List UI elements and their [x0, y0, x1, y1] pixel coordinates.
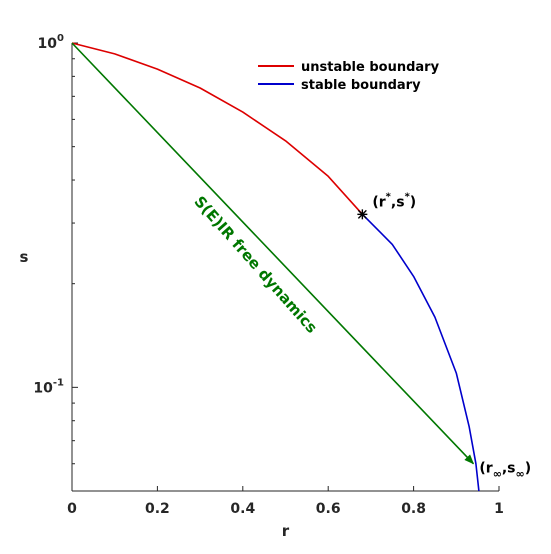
legend-label-1: stable boundary	[301, 78, 421, 93]
x-tick-label: 1	[494, 501, 504, 517]
arrow-label: S(E)IR free dynamics	[191, 193, 321, 337]
y-tick-label: 100	[38, 33, 64, 52]
x-tick-label: 0.6	[316, 501, 341, 517]
x-tick-label: 0.2	[145, 501, 170, 517]
legend-label-0: unstable boundary	[301, 60, 440, 75]
series-line-2	[71, 42, 475, 465]
x-axis-label: r	[282, 522, 290, 540]
star-point-label: (r*,s*)	[372, 191, 416, 210]
series-layer	[71, 42, 480, 492]
y-axis-label: s	[20, 248, 29, 266]
series-line-1	[361, 213, 480, 492]
x-tick-label: 0.8	[401, 501, 426, 517]
annotations: (r*,s*) (r∞,s∞) S(E)IR free dynamics	[191, 191, 532, 480]
star-marker	[357, 209, 368, 220]
end-point-label: (r∞,s∞)	[479, 461, 531, 481]
axes: 0 0.2 0.4 0.6 0.8 1 100 10-1 r s	[20, 33, 504, 540]
x-tick-label: 0	[67, 501, 77, 517]
legend: unstable boundary stable boundary	[258, 60, 440, 93]
y-tick-label: 10-1	[33, 377, 64, 396]
x-tick-label: 0.4	[230, 501, 255, 517]
series-line-0	[71, 42, 363, 215]
